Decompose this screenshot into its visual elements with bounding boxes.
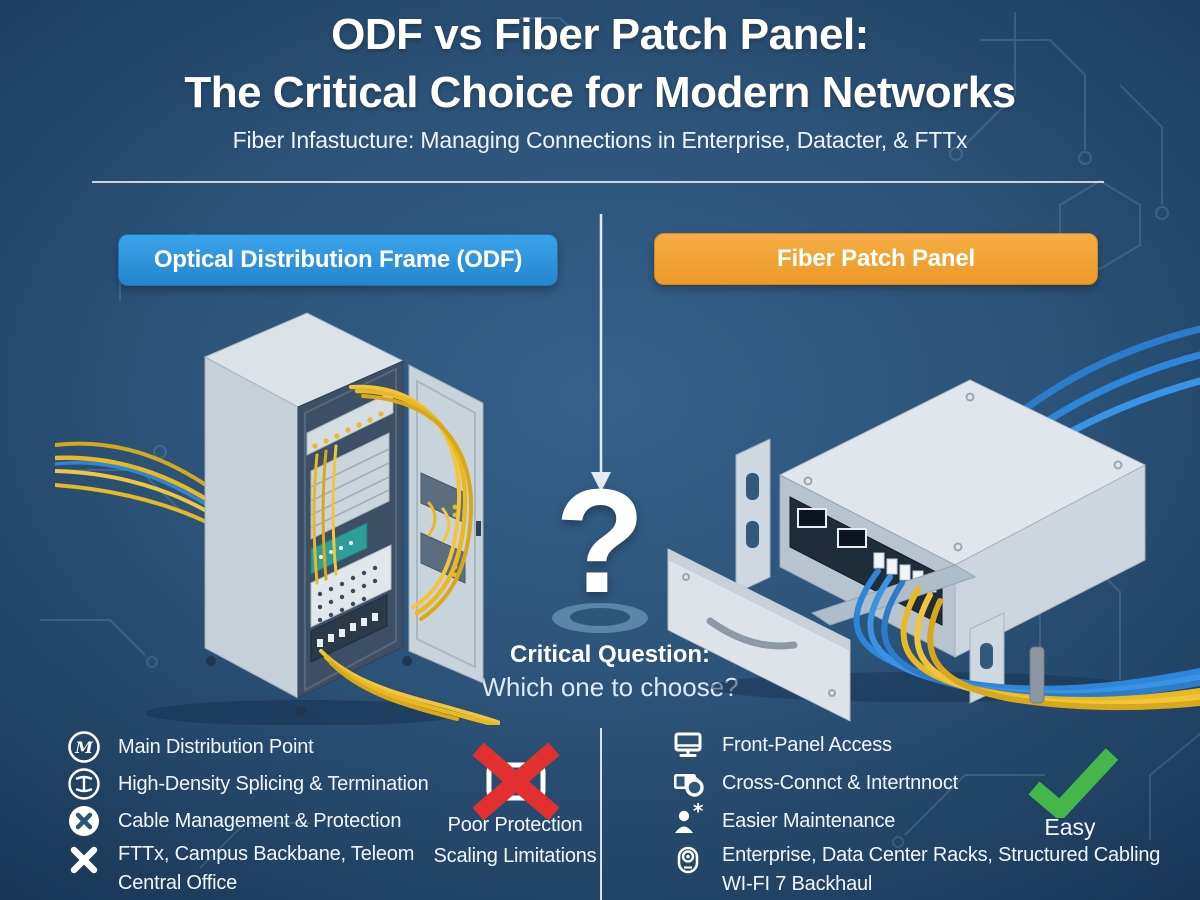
question-splash <box>552 603 648 633</box>
odf-badge: Optical Distribution Frame (ODF) <box>118 234 558 286</box>
odf-feature-fttx: FTTx, Campus Backbane, Teleom Central Of… <box>66 840 460 898</box>
script-m-circle-icon: M <box>66 729 102 765</box>
feature-label: FTTx, Campus Backbane, Teleom Central Of… <box>118 843 415 894</box>
page-title: ODF vs Fiber Patch Panel: The Critical C… <box>0 6 1200 122</box>
patch-panel-badge: Fiber Patch Panel <box>654 233 1098 285</box>
panel-feature-cross-connect: Cross-Connct & Intertnnoct <box>670 765 1192 801</box>
bottom-divider <box>600 728 602 900</box>
feature-label: Easier Maintenance <box>722 809 896 832</box>
question-mark: ? <box>554 459 646 624</box>
odf-feature-cable-management: Cable Management & Protection <box>66 803 460 839</box>
odf-feature-main-distribution: M Main Distribution Point <box>66 729 460 765</box>
feature-label: Front-Panel Access <box>722 733 892 756</box>
check-icon <box>1028 748 1118 818</box>
feature-label: Cable Management & Protection <box>118 809 402 832</box>
title-line-2: The Critical Choice for Modern Networks <box>184 68 1016 117</box>
page-subtitle: Fiber Infastucture: Managing Connections… <box>232 127 968 153</box>
webcam-icon <box>670 843 706 879</box>
feature-label: Cross-Connct & Intertnnoct <box>722 771 959 794</box>
critical-question-subtitle: Which one to choose? <box>481 672 739 702</box>
panel-feature-enterprise: Enterprise, Data Center Racks, Structure… <box>670 841 1192 899</box>
title-line-1: ODF vs Fiber Patch Panel: <box>331 10 869 59</box>
odf-verdict-line1: Poor Protection <box>447 814 583 836</box>
feature-label: Main Distribution Point <box>118 735 314 758</box>
feature-label: High-Density Splicing & Termination <box>118 772 429 795</box>
odf-feature-splicing: High-Density Splicing & Termination <box>66 766 460 802</box>
critical-question-title: Critical Question: <box>509 641 711 668</box>
panel-feature-front-access: Front-Panel Access <box>670 727 1192 763</box>
person-asterisk-icon: * <box>670 803 706 839</box>
svg-text:*: * <box>693 803 704 823</box>
monitor-icon <box>670 727 706 763</box>
crossed-box-icon <box>472 742 560 821</box>
down-arrow <box>591 214 611 492</box>
header-divider <box>92 181 1104 183</box>
fiber-patch-panel-illustration <box>667 325 1200 722</box>
panel-verdict-label: Easy <box>1044 814 1096 840</box>
svg-text:M: M <box>74 738 94 757</box>
odf-badge-label: Optical Distribution Frame (ODF) <box>153 246 523 273</box>
cross-connect-icon <box>670 765 706 801</box>
odf-cabinet-illustration <box>55 312 500 725</box>
x-circle-icon <box>66 803 102 839</box>
odf-verdict-line2: Scaling Limitations <box>433 845 597 867</box>
x-mark-icon <box>66 842 102 878</box>
termination-circle-icon <box>66 766 102 802</box>
feature-label: Enterprise, Data Center Racks, Structure… <box>722 844 1161 895</box>
panel-feature-maintenance: * Easier Maintenance <box>670 803 1192 839</box>
patch-panel-badge-label: Fiber Patch Panel <box>777 245 975 272</box>
